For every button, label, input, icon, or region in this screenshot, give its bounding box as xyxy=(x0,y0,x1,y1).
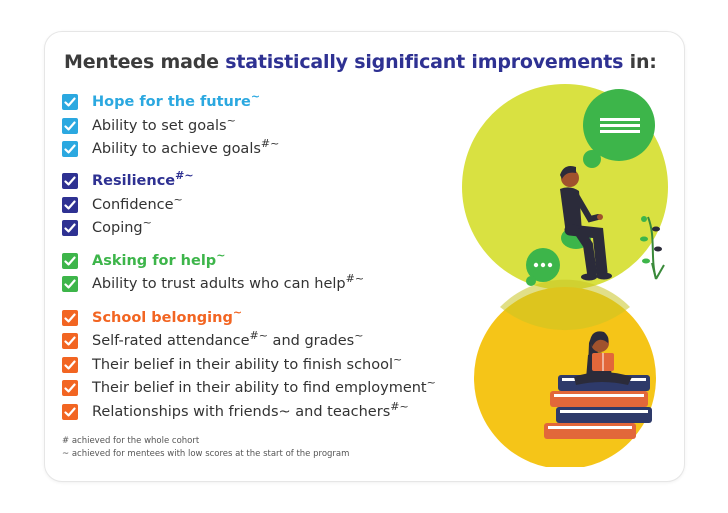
footnote-hash: # achieved for the whole cohort xyxy=(62,436,200,446)
significance-mark: ~ xyxy=(226,114,236,128)
item-label: Ability to trust adults who can help xyxy=(92,276,346,292)
significance-mark: ~ xyxy=(173,193,183,207)
checkbox-check-icon xyxy=(62,141,78,157)
overlap xyxy=(500,279,630,331)
illustration xyxy=(462,84,668,467)
title-highlight: statistically significant improvements xyxy=(225,51,624,73)
list-heading: Hope for the future~ xyxy=(62,91,260,113)
item-text: Coping~ xyxy=(92,217,152,236)
checkbox-check-icon xyxy=(62,253,78,269)
item-text: Resilience#~ xyxy=(92,170,194,189)
item-text: Ability to set goals~ xyxy=(92,115,236,134)
list-item: Their belief in their ability to find em… xyxy=(62,377,436,399)
item-label: Asking for help xyxy=(92,253,217,269)
list-heading: Resilience#~ xyxy=(62,170,194,192)
significance-mark: #~ xyxy=(260,137,280,151)
checkbox-check-icon xyxy=(62,380,78,396)
item-label: Coping xyxy=(92,220,143,236)
item-label-continued: and grades xyxy=(267,333,355,349)
chat-bubble-dots-icon xyxy=(526,248,560,286)
list-heading: School belonging~ xyxy=(62,307,242,329)
item-text: Hope for the future~ xyxy=(92,91,260,110)
list-item: Ability to set goals~ xyxy=(62,115,236,137)
significance-mark: #~ xyxy=(390,400,409,414)
infographic-card: Mentees made statistically significant i… xyxy=(44,31,685,482)
list-item: Confidence~ xyxy=(62,194,183,216)
list-item: Their belief in their ability to finish … xyxy=(62,354,402,376)
item-text: Relationships with friends~ and teachers… xyxy=(92,401,409,420)
footnote-tilde: ~ achieved for mentees with low scores a… xyxy=(62,449,350,459)
item-label: Relationships with friends~ and teachers xyxy=(92,404,391,420)
checkbox-check-icon xyxy=(62,310,78,326)
item-text: Self-rated attendance#~ and grades~ xyxy=(92,330,363,349)
list-heading: Asking for help~ xyxy=(62,250,225,272)
item-label: Hope for the future xyxy=(92,94,251,110)
item-text: Their belief in their ability to finish … xyxy=(92,354,402,373)
item-label: Confidence xyxy=(92,197,174,213)
item-label: Ability to set goals xyxy=(92,118,227,134)
item-text: Confidence~ xyxy=(92,194,183,213)
significance-mark: #~ xyxy=(249,329,268,343)
sitting-person-icon xyxy=(560,166,612,281)
significance-mark: ~ xyxy=(232,306,243,320)
page-title: Mentees made statistically significant i… xyxy=(64,51,657,73)
list-item: Coping~ xyxy=(62,217,152,239)
item-label: Their belief in their ability to finish … xyxy=(92,357,394,373)
checkbox-check-icon xyxy=(62,333,78,349)
item-label: Self-rated attendance xyxy=(92,333,250,349)
item-label: School belonging xyxy=(92,310,233,326)
item-label: Resilience xyxy=(92,173,176,189)
list-item: Ability to trust adults who can help#~ xyxy=(62,273,364,295)
checkbox-check-icon xyxy=(62,118,78,134)
list-item: Relationships with friends~ and teachers… xyxy=(62,401,409,423)
reading-person-icon xyxy=(574,331,632,385)
item-label: Ability to achieve goals xyxy=(92,141,261,157)
books-stack-icon xyxy=(544,375,652,439)
item-text: Asking for help~ xyxy=(92,250,225,269)
checkbox-check-icon xyxy=(62,197,78,213)
significance-mark: ~ xyxy=(216,249,226,263)
significance-mark: ~ xyxy=(393,353,403,367)
checkbox-check-icon xyxy=(62,94,78,110)
item-text: Their belief in their ability to find em… xyxy=(92,377,436,396)
significance-mark: ~ xyxy=(426,376,436,390)
checkbox-check-icon xyxy=(62,357,78,373)
chat-bubble-lines-icon xyxy=(583,89,655,168)
list-item: Self-rated attendance#~ and grades~ xyxy=(62,330,363,352)
list-item: Ability to achieve goals#~ xyxy=(62,138,279,160)
checkbox-check-icon xyxy=(62,220,78,236)
significance-mark: ~ xyxy=(250,90,261,104)
significance-mark: #~ xyxy=(175,169,194,183)
significance-mark: #~ xyxy=(345,272,365,286)
plant-icon xyxy=(640,216,665,280)
item-label: Their belief in their ability to find em… xyxy=(92,380,427,396)
item-text: Ability to trust adults who can help#~ xyxy=(92,273,364,292)
checkbox-check-icon xyxy=(62,276,78,292)
checkbox-check-icon xyxy=(62,404,78,420)
significance-mark: ~ xyxy=(354,329,364,343)
improvement-list: Hope for the future~Ability to set goals… xyxy=(62,32,492,481)
checkbox-check-icon xyxy=(62,173,78,189)
item-text: Ability to achieve goals#~ xyxy=(92,138,279,157)
significance-mark: ~ xyxy=(142,216,152,230)
item-text: School belonging~ xyxy=(92,307,242,326)
